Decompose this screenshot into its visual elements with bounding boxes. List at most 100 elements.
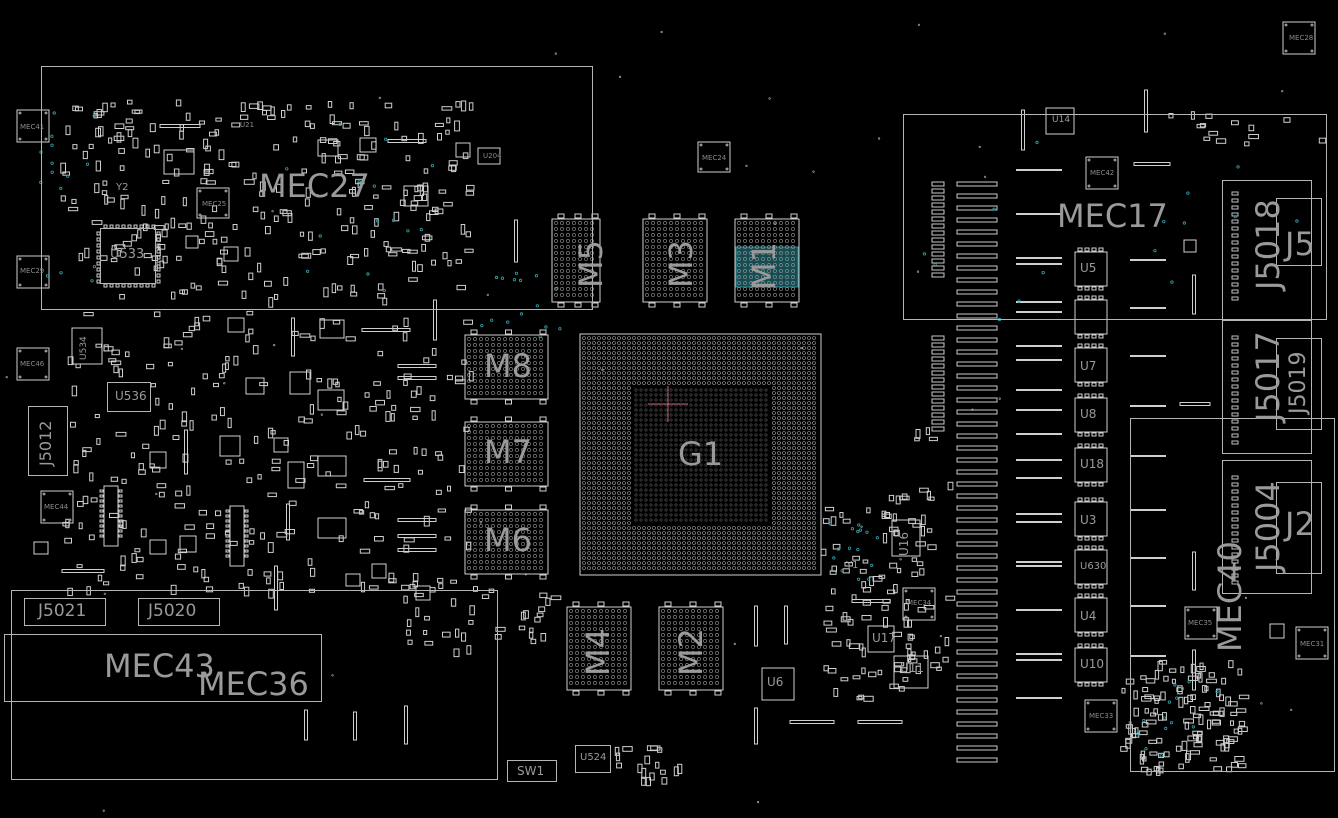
bga-ball (644, 408, 648, 412)
bga-ball (764, 393, 768, 397)
smd-part (437, 577, 444, 583)
mem-ball (521, 349, 525, 353)
bga-ball (672, 351, 676, 355)
bga-ball (582, 451, 586, 455)
hole (44, 257, 48, 261)
smd-part (206, 523, 215, 529)
mem-ball (699, 221, 703, 225)
bga-ball (737, 376, 741, 380)
bga-ball (592, 491, 596, 495)
bga-ball (742, 531, 746, 535)
pin (127, 283, 132, 288)
bga-ball (607, 496, 611, 500)
bga-ball (657, 536, 661, 540)
bga-ball (709, 433, 713, 437)
bga-ball (622, 566, 626, 570)
label-mec28: MEC28 (1289, 34, 1314, 42)
bga-ball (724, 438, 728, 442)
mem-ball (599, 645, 603, 649)
bga-ball (669, 473, 673, 477)
mounting-pad-8 (902, 587, 936, 621)
cap-pad (956, 253, 998, 259)
mem-ball (503, 442, 507, 446)
mem-ball (779, 293, 783, 297)
bga-ball (647, 346, 651, 350)
label-m8: M8 (484, 347, 532, 385)
mem-ball (743, 269, 747, 273)
mem-ball (527, 478, 531, 482)
bga-ball (627, 551, 631, 555)
mem-ball (697, 657, 701, 661)
smd-part (1139, 730, 1148, 736)
bga-ball (707, 551, 711, 555)
mem-ball (521, 524, 525, 528)
bga-ball (679, 448, 683, 452)
pad (505, 574, 512, 580)
hole (18, 111, 22, 115)
bga-ball (687, 546, 691, 550)
bga-ball (617, 386, 621, 390)
bga-ball (587, 536, 591, 540)
bga-g1-balls[interactable] (582, 336, 816, 570)
pin (99, 519, 104, 523)
smd-part (308, 231, 313, 241)
label-u533: U533 (110, 247, 145, 262)
smd-part (279, 581, 284, 591)
smd-part (284, 529, 296, 535)
bga-ball (802, 381, 806, 385)
bga-ball (812, 526, 816, 530)
mem-ball (539, 349, 543, 353)
mem-ball (617, 621, 621, 625)
smd-part (392, 325, 398, 331)
mem-ball (554, 269, 558, 273)
bga-ball (709, 518, 713, 522)
mem-ball (515, 379, 519, 383)
smd-part (915, 541, 926, 547)
bga-ball (662, 366, 666, 370)
mem-ball (715, 663, 719, 667)
mem-ball (697, 621, 701, 625)
bga-ball (754, 478, 758, 482)
bga-ball (732, 366, 736, 370)
pin (99, 489, 104, 493)
mem-ball (743, 221, 747, 225)
bga-ball (662, 546, 666, 550)
bga-ball (669, 408, 673, 412)
bga-ball (627, 446, 631, 450)
smd-part (385, 246, 392, 253)
bga-ball (607, 526, 611, 530)
bga-ball (714, 448, 718, 452)
smd-part (407, 249, 418, 254)
mem-ball (623, 675, 627, 679)
bga-ball (724, 503, 728, 507)
bga-ball (777, 366, 781, 370)
bga-ball (684, 473, 688, 477)
mem-ball (685, 633, 689, 637)
smd-part (172, 435, 180, 441)
mem-ball (685, 675, 689, 679)
bga-ball (724, 443, 728, 447)
bga-ball (612, 546, 616, 550)
bga-ball (744, 433, 748, 437)
bga-ball (602, 346, 606, 350)
bga-ball (732, 551, 736, 555)
bga-ball (717, 341, 721, 345)
bga-ball (669, 463, 673, 467)
mem-ball (566, 245, 570, 249)
mem-ball (737, 293, 741, 297)
via (847, 546, 852, 550)
smd-part (198, 120, 205, 125)
hole (1323, 628, 1327, 632)
label-j2: J2 (1285, 505, 1315, 543)
bga-ball (592, 421, 596, 425)
mem-ball (533, 536, 537, 540)
smd-part (881, 510, 887, 517)
bga-ball (639, 418, 643, 422)
bga-ball (719, 428, 723, 432)
mem-ball (709, 633, 713, 637)
pin (1091, 584, 1097, 589)
bga-ball (759, 503, 763, 507)
bga-ball (667, 336, 671, 340)
